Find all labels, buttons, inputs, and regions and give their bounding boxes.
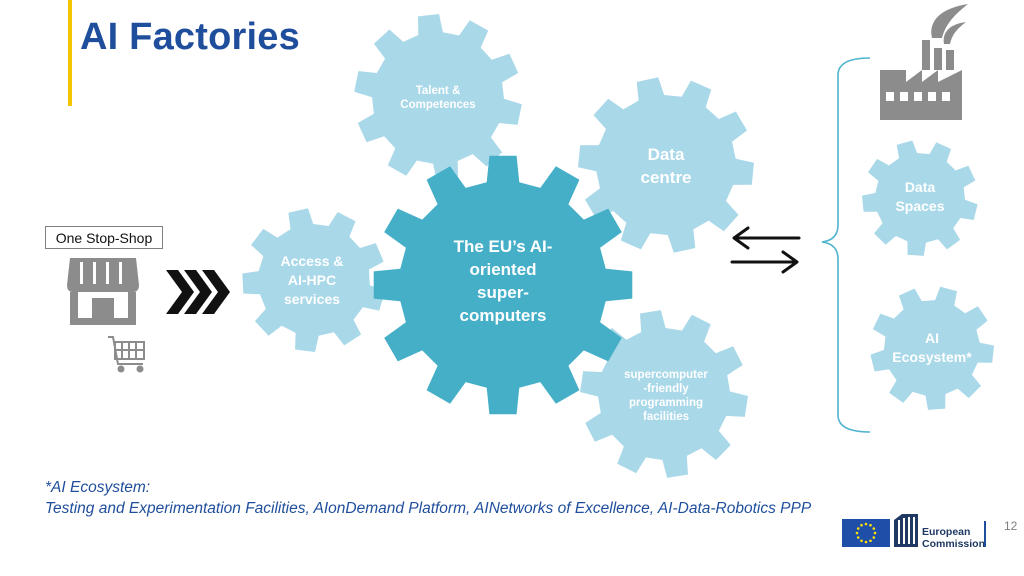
central-gear	[373, 155, 633, 415]
access-gear-line: Access &	[280, 253, 343, 269]
flag-star	[860, 539, 863, 543]
commission-building-logo-icon	[894, 514, 918, 547]
exchange-arrows-icon	[730, 226, 801, 274]
page-title: AI Factories	[80, 16, 300, 58]
shopping-cart-icon	[108, 336, 145, 373]
eu-flag-icon	[842, 519, 890, 547]
programming-gear-line: supercomputer	[624, 369, 708, 381]
central-gear-line: super-	[477, 283, 529, 302]
central-gear-line: computers	[460, 306, 547, 325]
gear-label-talent: Talent & Competences	[400, 85, 475, 111]
talent-gear-line: Competences	[400, 99, 475, 111]
data-centre-gear-line: Data	[648, 145, 685, 164]
logo-separator	[984, 521, 986, 547]
ecosystem-bracket	[821, 57, 871, 433]
ai-ecosystem-gear-line: AI	[925, 330, 939, 346]
programming-gear-line: programming	[629, 397, 703, 409]
flag-star	[869, 523, 872, 527]
programming-gear-line: -friendly	[643, 383, 689, 395]
gear-label-ai-ecosystem: AI Ecosystem*	[892, 330, 972, 365]
page-number: 12	[1004, 519, 1018, 533]
factory-icon	[880, 4, 968, 120]
data-centre-gear	[578, 77, 754, 253]
flag-star	[864, 540, 868, 544]
store-icon	[67, 258, 139, 325]
flag-star	[856, 536, 860, 539]
central-gear-line: The EU’s AI-	[454, 237, 553, 256]
flag-star	[856, 527, 860, 530]
flag-star	[860, 523, 863, 527]
flag-star	[872, 536, 876, 539]
ai-ecosystem-gear-line: Ecosystem*	[892, 349, 972, 365]
talent-gear-line: Talent &	[416, 85, 461, 97]
gear-label-central: The EU’s AI- oriented super- computers	[454, 237, 553, 325]
one-stop-shop-label: One Stop-Shop	[45, 226, 163, 249]
title-accent-bar	[68, 0, 72, 106]
gear-label-data-spaces: Data Spaces	[895, 179, 944, 214]
gear-label-data-centre: Data centre	[640, 145, 691, 187]
footnote: *AI Ecosystem: Testing and Experimentati…	[45, 477, 811, 519]
data-spaces-gear-line: Data	[905, 179, 936, 195]
central-gear-line: oriented	[469, 260, 536, 279]
gears-layer	[242, 14, 994, 478]
flag-star	[864, 522, 868, 526]
data-spaces-gear	[862, 140, 978, 256]
footnote-title: *AI Ecosystem:	[45, 479, 151, 496]
footnote-text: Testing and Experimentation Facilities, …	[45, 500, 812, 517]
flag-star	[869, 539, 872, 543]
gear-label-access: Access & AI-HPC services	[280, 253, 343, 307]
european-commission-logo-text: European Commission	[922, 526, 985, 550]
logo-line-1: European	[922, 526, 971, 538]
access-gear-line: AI-HPC	[288, 272, 336, 288]
flag-star	[855, 531, 859, 535]
gear-label-programming: supercomputer -friendly programming faci…	[624, 369, 708, 423]
programming-gear-line: facilities	[643, 411, 689, 423]
flag-star	[872, 527, 876, 530]
logo-line-2: Commission	[922, 538, 986, 550]
ai-ecosystem-gear	[870, 286, 994, 410]
talent-gear	[354, 14, 522, 182]
chevrons-right-icon	[166, 270, 230, 314]
programming-gear	[580, 310, 748, 478]
access-gear-line: services	[284, 291, 340, 307]
access-gear	[242, 208, 386, 352]
flag-star	[873, 531, 877, 535]
data-spaces-gear-line: Spaces	[895, 198, 944, 214]
data-centre-gear-line: centre	[640, 168, 691, 187]
